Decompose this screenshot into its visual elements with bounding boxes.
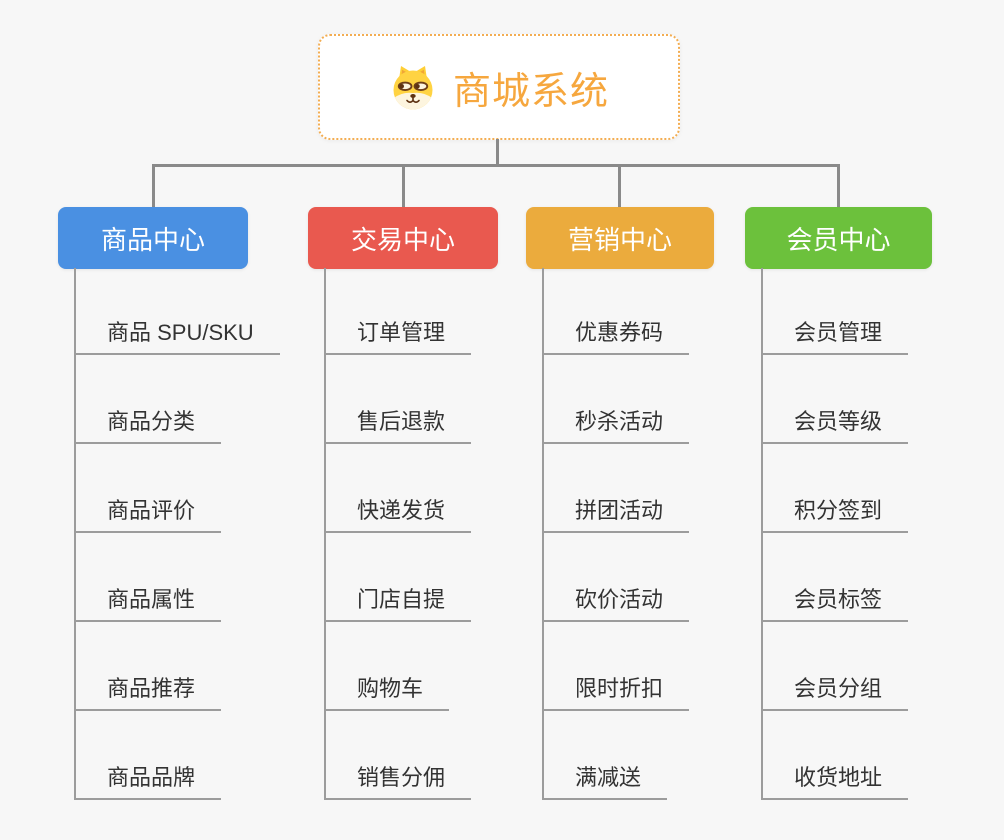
mindmap-leaf[interactable]: 售后退款 [324, 408, 472, 444]
mindmap-leaf[interactable]: 门店自提 [324, 586, 472, 622]
mindmap-leaf[interactable]: 秒杀活动 [542, 408, 690, 444]
branch-stub-line [152, 164, 155, 210]
branch-header-goods[interactable]: 商品中心 [58, 207, 248, 269]
branch-stub-line [618, 164, 621, 210]
mindmap-leaf[interactable]: 购物车 [324, 675, 450, 711]
branch-spine [761, 268, 763, 800]
mindmap-leaf[interactable]: 会员管理 [761, 319, 909, 355]
branch-spine [324, 268, 326, 800]
branch-stub-line [837, 164, 840, 210]
mindmap-leaf[interactable]: 订单管理 [324, 319, 472, 355]
branch-stub-line [402, 164, 405, 210]
mindmap-leaf[interactable]: 限时折扣 [542, 675, 690, 711]
branch-bus-line [152, 164, 840, 167]
root-title: 商城系统 [452, 70, 609, 113]
mindmap-leaf[interactable]: 快递发货 [324, 497, 472, 533]
branch-header-marketing[interactable]: 营销中心 [526, 207, 714, 269]
mindmap-leaf[interactable]: 商品推荐 [74, 675, 222, 711]
mindmap-leaf[interactable]: 收货地址 [761, 764, 909, 800]
branch-spine [542, 268, 544, 800]
branch-spine [74, 268, 76, 800]
mindmap-leaf[interactable]: 商品属性 [74, 586, 222, 622]
shiba-dog-icon [389, 63, 437, 111]
root-connector-stem [496, 139, 499, 166]
mindmap-leaf[interactable]: 商品 SPU/SKU [74, 319, 280, 355]
branch-header-trade[interactable]: 交易中心 [308, 207, 498, 269]
mindmap-leaf[interactable]: 会员分组 [761, 675, 909, 711]
mindmap-leaf[interactable]: 满减送 [542, 764, 668, 800]
mindmap-leaf[interactable]: 拼团活动 [542, 497, 690, 533]
mindmap-leaf[interactable]: 销售分佣 [324, 764, 472, 800]
mindmap-leaf[interactable]: 商品评价 [74, 497, 222, 533]
mindmap-leaf[interactable]: 商品品牌 [74, 764, 222, 800]
mindmap-leaf[interactable]: 会员标签 [761, 586, 909, 622]
mindmap-leaf[interactable]: 砍价活动 [542, 586, 690, 622]
mindmap-leaf[interactable]: 会员等级 [761, 408, 909, 444]
mindmap-leaf[interactable]: 商品分类 [74, 408, 222, 444]
branch-header-member[interactable]: 会员中心 [745, 207, 932, 269]
root-node[interactable]: 商城系统 [318, 34, 680, 140]
mindmap-leaf[interactable]: 积分签到 [761, 497, 909, 533]
mindmap-leaf[interactable]: 优惠券码 [542, 319, 690, 355]
